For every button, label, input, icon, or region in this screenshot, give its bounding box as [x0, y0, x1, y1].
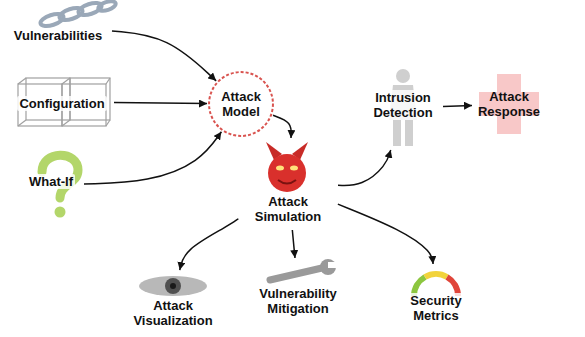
simulation-node: Attack Simulation	[240, 140, 336, 228]
wireframe-cubes	[106, 120, 110, 126]
flow-arrow	[443, 105, 472, 106]
person-icon	[396, 69, 410, 83]
wireframe-cubes	[106, 78, 110, 84]
flow-arrow	[338, 150, 391, 186]
model-circle: Attack Model	[207, 70, 275, 138]
chain-icon	[97, 0, 117, 13]
wrench-icon	[320, 259, 336, 275]
output-node: Vulnerability Mitigation	[250, 260, 346, 320]
input-source: Configuration	[12, 72, 112, 132]
wrench-icon	[270, 259, 336, 280]
devil-icon	[268, 154, 306, 192]
flow-arrow	[84, 132, 221, 184]
flow-arrow	[180, 219, 239, 270]
detection-node: Intrusion Detection	[365, 68, 441, 148]
wrench-icon	[270, 268, 322, 280]
node-label: Attack Simulation	[240, 194, 336, 224]
devil-icon	[266, 142, 308, 192]
node-label: Security Metrics	[398, 293, 474, 323]
wireframe-cubes	[18, 120, 26, 126]
node-label: Configuration	[17, 96, 106, 111]
wireframe-cubes	[18, 78, 26, 84]
wireframe-cubes	[62, 78, 70, 84]
response-node: Attack Response	[474, 76, 544, 132]
node-label: Intrusion Detection	[365, 90, 441, 120]
node-label: Vulnerabilities	[12, 28, 104, 43]
person-icon	[393, 120, 401, 146]
output-node: Security Metrics	[398, 266, 474, 328]
flow-arrow	[338, 204, 433, 264]
eye-icon	[139, 276, 207, 296]
eye-icon	[165, 278, 181, 294]
chain-icon	[39, 0, 117, 28]
flow-arrow	[292, 230, 295, 258]
person-icon	[405, 120, 413, 146]
eye-icon	[170, 283, 176, 289]
devil-icon	[276, 166, 284, 171]
wireframe-cubes	[62, 120, 70, 126]
input-source: Vulnerabilities	[6, 4, 110, 48]
flow-arrow	[273, 115, 291, 138]
question-mark-icon	[55, 207, 66, 218]
devil-icon	[290, 166, 298, 171]
wireframe-cubes	[18, 78, 110, 126]
output-node: Attack Visualization	[128, 272, 218, 332]
gauge-icon	[425, 274, 447, 277]
eye-icon	[139, 276, 207, 296]
flow-arrow	[114, 103, 207, 104]
node-label: What-If	[27, 174, 75, 189]
node-label: Attack Model	[207, 89, 275, 119]
node-label: Vulnerability Mitigation	[250, 286, 346, 316]
node-label: Attack Response	[474, 89, 544, 119]
node-label: Attack Visualization	[128, 298, 218, 328]
input-source: What-If	[20, 150, 82, 220]
devil-icon	[278, 180, 296, 184]
wrench-icon	[328, 262, 336, 268]
flow-arrow	[112, 31, 216, 81]
